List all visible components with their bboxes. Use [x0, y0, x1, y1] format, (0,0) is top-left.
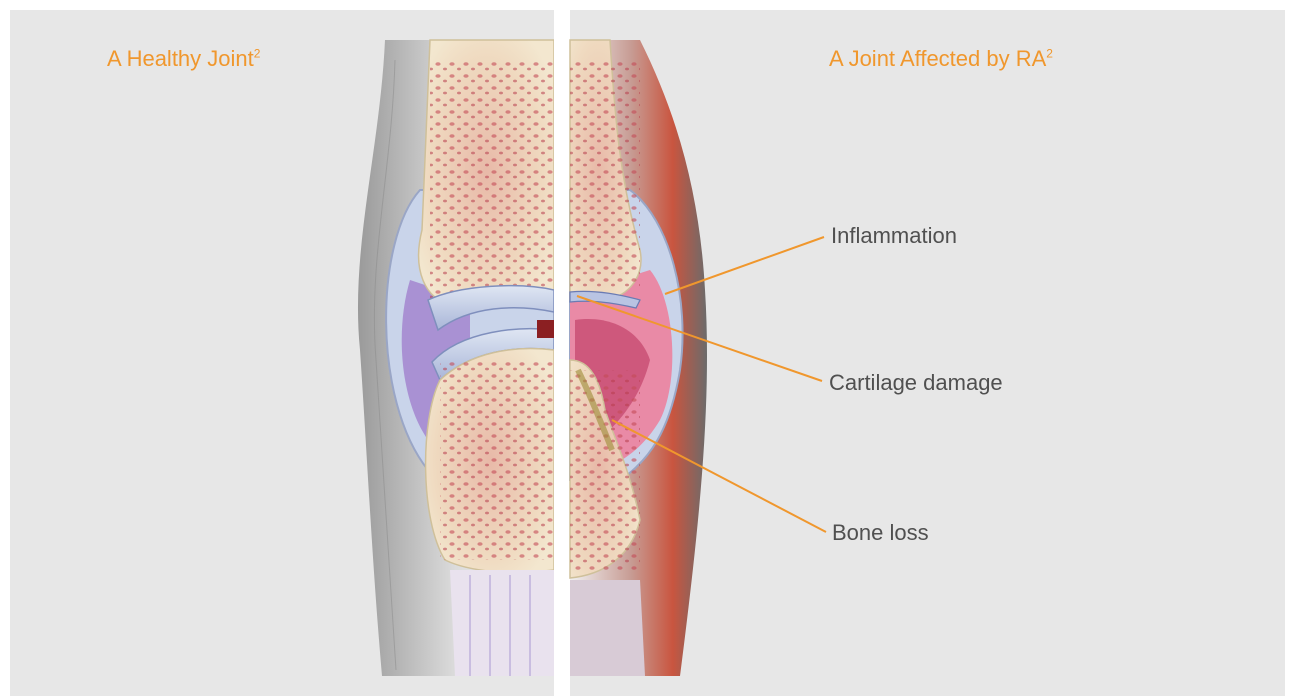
healthy-joint-title-text: A Healthy Joint: [107, 46, 254, 71]
ra-joint-title-text: A Joint Affected by RA: [829, 46, 1046, 71]
ra-joint-title: A Joint Affected by RA2: [829, 48, 1053, 70]
inflammation-label: Inflammation: [831, 225, 957, 247]
ra-joint-footnote-ref: 2: [1046, 47, 1053, 61]
healthy-joint-footnote-ref: 2: [254, 47, 261, 61]
healthy-joint-title: A Healthy Joint2: [107, 48, 260, 70]
bone-loss-label: Bone loss: [832, 522, 929, 544]
cartilage-damage-label: Cartilage damage: [829, 372, 1003, 394]
